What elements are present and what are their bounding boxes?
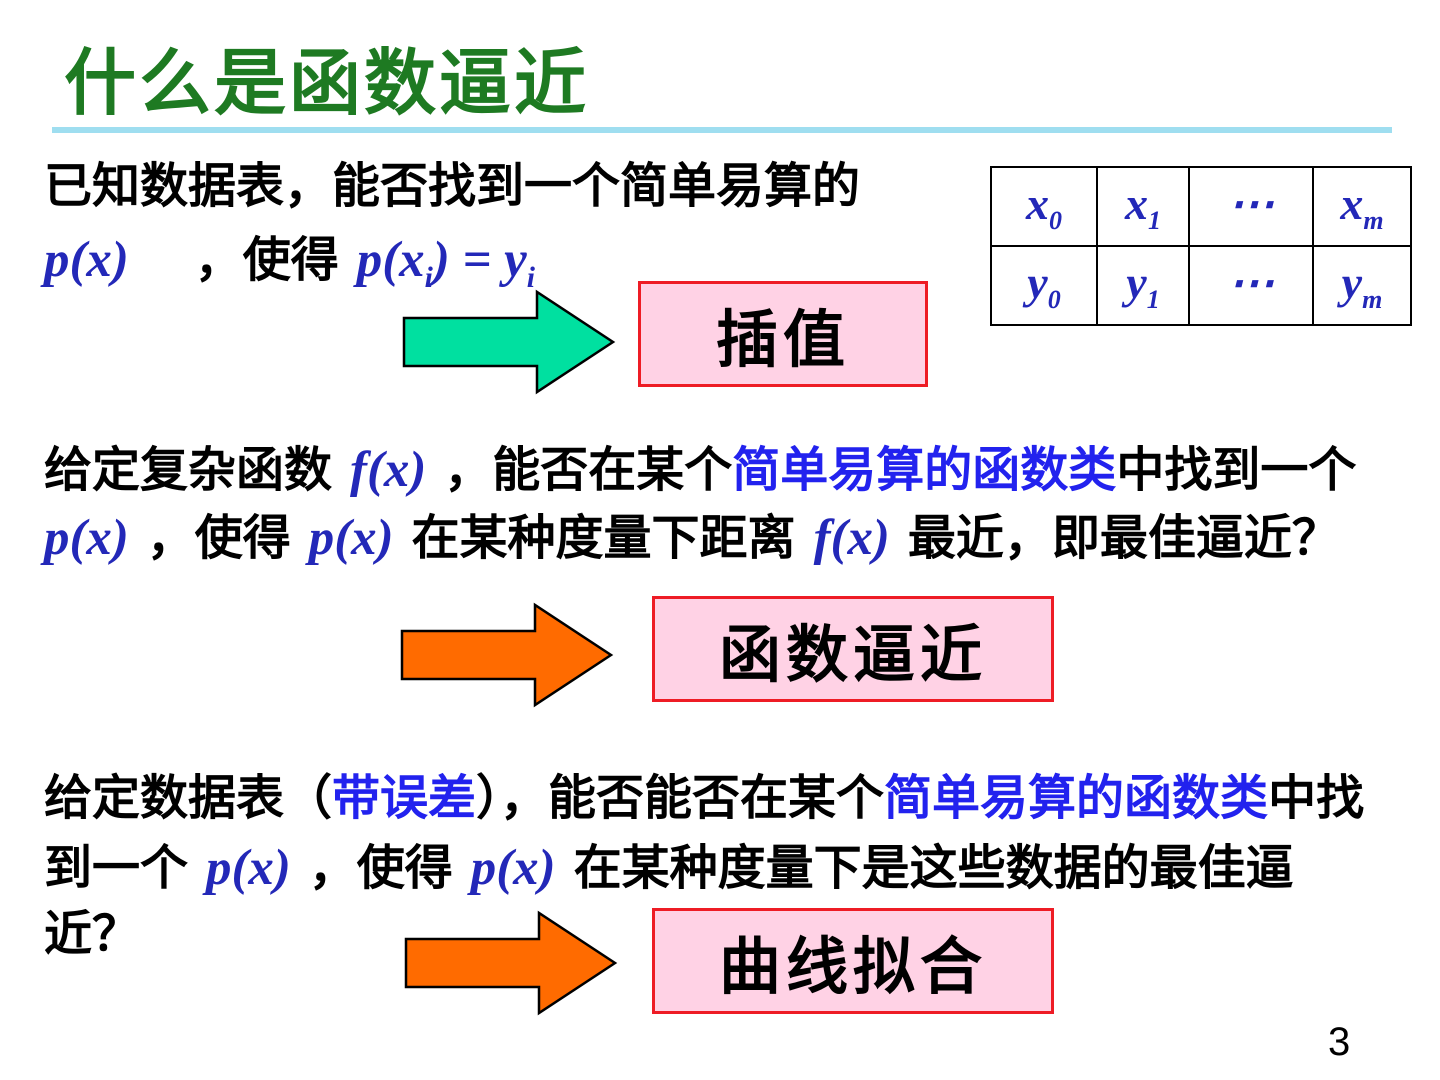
section2-text: 最近，即最佳逼近？ <box>907 512 1340 565</box>
highlight-with-error: 带误差 <box>332 772 477 825</box>
section3-text: ，使得 <box>308 842 453 895</box>
table-row-x: x0 x1 ⋯ xm <box>990 166 1412 247</box>
cell-sub: m <box>1362 285 1383 315</box>
math-p-of-x: p(x) <box>470 840 556 896</box>
table-cell-x-ellipsis: ⋯ <box>1188 166 1314 247</box>
section3-text: 近？ <box>44 908 141 961</box>
cell-main: y <box>1341 256 1363 308</box>
section1-text: 已知数据表，能否找到一个简单易算的 <box>44 160 861 213</box>
table-cell-y1: y1 <box>1096 245 1190 326</box>
section1-line1: 已知数据表，能否找到一个简单易算的 <box>44 158 860 216</box>
math-p-of-x: p(x) <box>308 510 394 566</box>
section2-text: 在某种度量下距离 <box>411 512 796 565</box>
table-cell-x1: x1 <box>1096 166 1190 247</box>
cell-main: y <box>1126 256 1147 308</box>
interpolation-box: 插值 <box>638 281 928 387</box>
equation-subscript: i <box>526 262 535 295</box>
green-right-arrow-icon <box>402 289 616 395</box>
math-f-of-x: f(x) <box>350 442 427 498</box>
highlight-function-class: 简单易算的函数类 <box>884 772 1269 825</box>
equation-subscript: i <box>424 262 433 295</box>
cell-sub: 1 <box>1146 285 1160 315</box>
page-number: 3 <box>1328 1020 1351 1064</box>
cell-main: y <box>1027 256 1048 308</box>
function-approximation-box: 函数逼近 <box>652 596 1054 702</box>
section3-text: 中找 <box>1268 772 1365 825</box>
section3-text: 到一个 <box>44 842 189 895</box>
table-cell-y-ellipsis: ⋯ <box>1188 245 1314 326</box>
orange-right-arrow-icon <box>404 910 618 1016</box>
math-f-of-x: f(x) <box>813 510 890 566</box>
interpolation-label: 插值 <box>715 306 850 375</box>
table-cell-xm: xm <box>1312 166 1412 247</box>
highlight-function-class: 简单易算的函数类 <box>732 444 1117 497</box>
section3-text: 给定数据表（ <box>44 772 333 825</box>
math-p-of-x: p(x) <box>206 840 291 896</box>
curve-fitting-box: 曲线拟合 <box>652 908 1054 1014</box>
cell-main: ⋯ <box>1228 257 1274 309</box>
cell-sub: 0 <box>1049 206 1062 236</box>
equation-part: p(x <box>356 232 425 288</box>
title-underline <box>52 127 1392 133</box>
slide-title: 什么是函数逼近 <box>64 44 590 124</box>
cell-sub: 1 <box>1148 206 1161 236</box>
cell-sub: m <box>1363 206 1384 236</box>
table-row-y: y0 y1 ⋯ ym <box>990 245 1412 326</box>
cell-sub: 0 <box>1047 285 1061 315</box>
math-p-of-x: p(x) <box>44 510 129 566</box>
math-interpolation-equation: p(xi) = yi <box>356 232 535 294</box>
section1-mid-text: ，使得 <box>146 234 339 287</box>
function-approximation-label: 函数逼近 <box>718 621 987 690</box>
cell-main: ⋯ <box>1228 178 1274 230</box>
section3-line2: 到一个 p(x) ，使得 p(x) 在某种度量下是这些数据的最佳逼 <box>44 838 1294 899</box>
section3-text: 在某种度量下是这些数据的最佳逼 <box>573 842 1294 895</box>
table-cell-x0: x0 <box>990 166 1098 247</box>
section2-line2: p(x) ，使得 p(x) 在某种度量下距离 f(x) 最近，即最佳逼近？ <box>44 508 1340 569</box>
cell-main: x <box>1125 177 1148 229</box>
section2-line1: 给定复杂函数 f(x) ，能否在某个简单易算的函数类中找到一个 <box>44 440 1356 501</box>
orange-right-arrow-icon <box>400 602 614 708</box>
section2-text: ，能否在某个 <box>444 444 733 497</box>
table-cell-ym: ym <box>1312 245 1412 326</box>
table-cell-y0: y0 <box>990 245 1098 326</box>
curve-fitting-label: 曲线拟合 <box>718 933 987 1002</box>
section3-line3: 近？ <box>44 906 140 964</box>
cell-main: x <box>1340 177 1364 229</box>
cell-main: x <box>1026 177 1049 229</box>
math-p-of-x: p(x) <box>44 232 129 288</box>
section2-text: ，使得 <box>146 512 291 565</box>
equation-part: ) = y <box>432 232 527 288</box>
section3-line1: 给定数据表（带误差），能否能否在某个简单易算的函数类中找 <box>44 770 1364 828</box>
section2-text: 中找到一个 <box>1116 444 1357 497</box>
section3-text: ），能否能否在某个 <box>476 772 885 825</box>
section2-text: 给定复杂函数 <box>44 444 333 497</box>
data-table: x0 x1 ⋯ xm y0 y1 ⋯ ym <box>990 166 1412 326</box>
